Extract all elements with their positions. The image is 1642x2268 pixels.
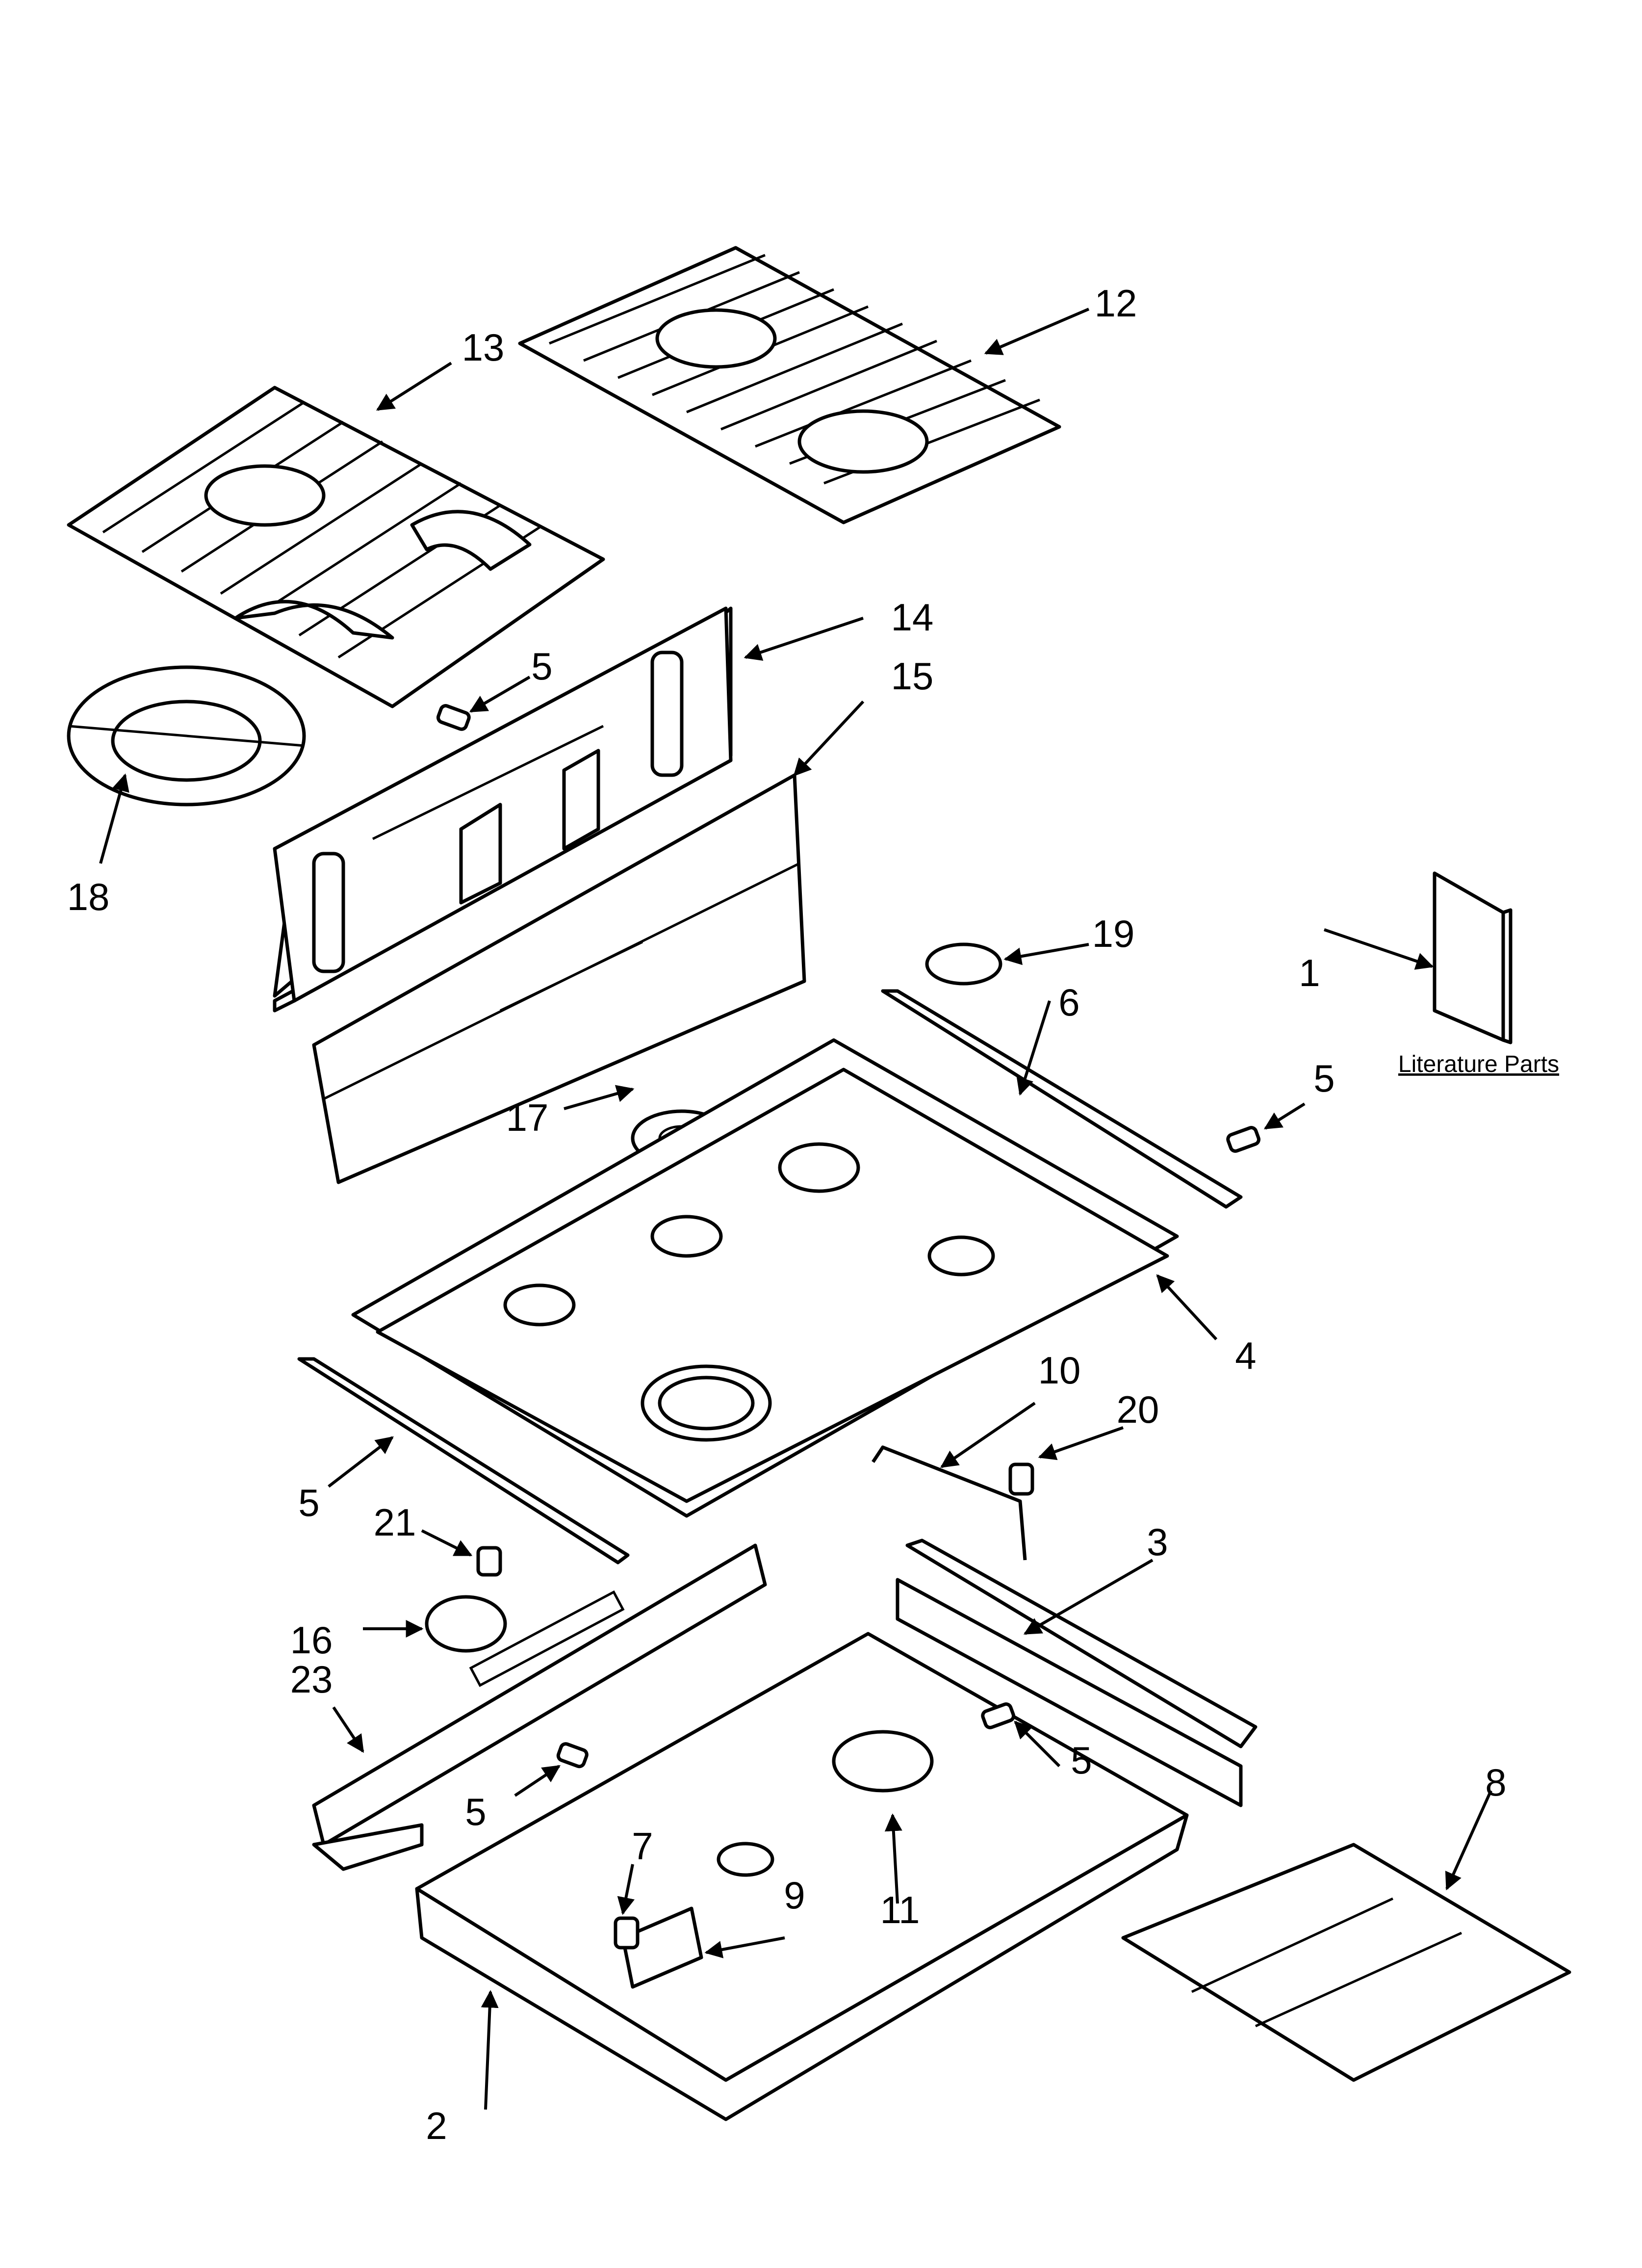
callout-6: 6: [1058, 981, 1079, 1024]
grate-left: [67, 386, 605, 708]
ring-grate: [67, 665, 306, 807]
grate-right: [518, 246, 1061, 524]
callout-17: 17: [506, 1096, 549, 1139]
callout-5d: 5: [1071, 1739, 1092, 1782]
callout-3: 3: [1147, 1520, 1168, 1564]
callout-13: 13: [462, 326, 505, 369]
callout-18: 18: [67, 875, 110, 918]
callout-11: 11: [880, 1888, 920, 1931]
bracket: [872, 1445, 1027, 1561]
side-rail: [881, 989, 1243, 1209]
backguard: [312, 773, 806, 1184]
callout-20: 20: [1117, 1388, 1159, 1431]
screws: [436, 704, 1261, 1950]
callout-5e: 5: [465, 1790, 486, 1833]
callout-5b: 5: [1313, 1057, 1334, 1100]
callout-5c: 5: [298, 1481, 319, 1524]
callout-1: 1: [1299, 951, 1320, 994]
side-channel: [896, 1538, 1257, 1807]
callout-12: 12: [1095, 282, 1137, 325]
callout-8: 8: [1485, 1761, 1506, 1804]
front-channel: [312, 1543, 767, 1871]
burner-box: [1121, 1843, 1571, 2082]
valve-bracket: [425, 1595, 507, 1653]
rear-panel: [273, 606, 733, 1013]
literature-parts-label: Literature Parts: [1398, 1051, 1559, 1077]
callout-21: 21: [374, 1501, 416, 1544]
callout-10: 10: [1038, 1349, 1081, 1392]
callout-15: 15: [891, 654, 934, 698]
callout-14: 14: [891, 596, 934, 639]
callout-9: 9: [784, 1874, 805, 1917]
literature-booklet: [1433, 871, 1513, 1044]
small-bracket: [621, 1906, 703, 1989]
callout-2: 2: [426, 2104, 447, 2147]
base-pan: [415, 1632, 1189, 2121]
callout-16: 16: [290, 1618, 333, 1662]
callout-4: 4: [1235, 1334, 1256, 1377]
callout-23: 23: [290, 1658, 333, 1701]
callout-7: 7: [632, 1825, 653, 1868]
leader-lines: [99, 308, 1492, 2110]
callout-5a: 5: [531, 645, 552, 688]
side-trim: [297, 1357, 630, 1564]
cooktop: [351, 1038, 1179, 1518]
callout-19: 19: [1092, 912, 1135, 955]
burner-cap: [925, 942, 1002, 986]
